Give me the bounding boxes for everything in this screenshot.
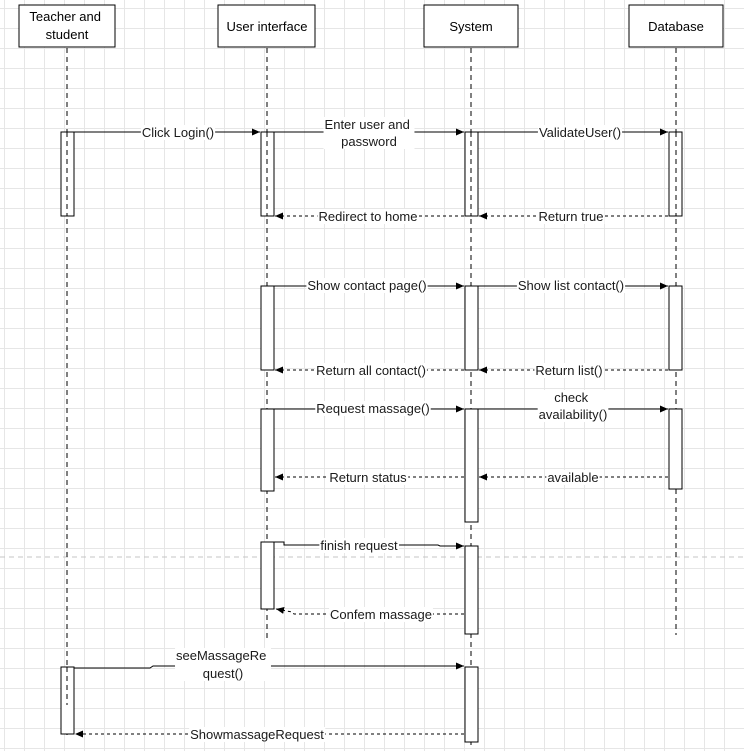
label-background [546, 470, 600, 485]
participant-teacher-and-student[interactable]: Teacher and student [18, 4, 116, 48]
label-background [537, 209, 605, 224]
participant-user-interface[interactable]: User interface [217, 4, 316, 48]
message-label-click-login: Click Login() [142, 125, 214, 140]
participant-label: Database [648, 19, 704, 34]
activation-bar [260, 541, 275, 610]
participant-system[interactable]: System [423, 4, 519, 48]
activation-bar [260, 408, 275, 492]
message-label-return-true: Return true [538, 209, 603, 224]
label-background [306, 278, 428, 293]
message-label-validate-user: ValidateUser() [539, 125, 621, 140]
activation-bar [464, 285, 479, 371]
activation-bar [668, 408, 683, 490]
activation-bar [464, 545, 479, 635]
activation-bar [260, 285, 275, 371]
label-background [315, 401, 431, 416]
label-background [189, 727, 326, 742]
message-label-show-contact-page: Show contact page() [307, 278, 426, 293]
svg-text:Teacher and student: Teacher and student [29, 9, 104, 42]
messages: Click Login() Enter user and password Va… [74, 117, 668, 742]
activation-bar [668, 285, 683, 371]
message-label-finish-request: finish request [320, 538, 398, 553]
participant-database[interactable]: Database [628, 4, 724, 48]
label-background [319, 538, 400, 553]
message-label-confirm-massage: Confem massage [330, 607, 432, 622]
message-label-see-massage-request: seeMassageRe quest() [176, 648, 270, 681]
activations [60, 131, 683, 743]
message-arrow-see-massage-request [74, 662, 464, 670]
label-background [317, 209, 419, 224]
label-background [323, 117, 415, 149]
activation-bar [464, 666, 479, 743]
label-background [315, 363, 427, 378]
label-background [328, 470, 409, 485]
label-background [516, 278, 626, 293]
participant-label-line: Teacher and [29, 9, 101, 24]
message-label-request-massage: Request massage() [316, 401, 429, 416]
message-label-enter-user: Enter user and password [325, 117, 414, 149]
message-label-check-availability: check availability() [539, 390, 608, 422]
message-label-redirect-home: Redirect to home [319, 209, 418, 224]
message-label-available: available [547, 470, 598, 485]
label-background [537, 125, 623, 140]
participant-label: User interface [227, 19, 308, 34]
message-label-return-all-contact: Return all contact() [316, 363, 426, 378]
label-background [329, 607, 433, 622]
label-background [534, 363, 604, 378]
message-label-show-massage-request: ShowmassageRequest [190, 727, 324, 742]
participant-label: System [449, 19, 492, 34]
message-label-show-list-contact: Show list contact() [518, 278, 624, 293]
participant-label-line: student [46, 27, 89, 42]
activation-bar [464, 408, 479, 523]
message-label-return-list: Return list() [535, 363, 602, 378]
message-label-return-status: Return status [329, 470, 407, 485]
label-background [140, 125, 216, 140]
label-background [175, 648, 271, 681]
label-background [537, 390, 609, 422]
